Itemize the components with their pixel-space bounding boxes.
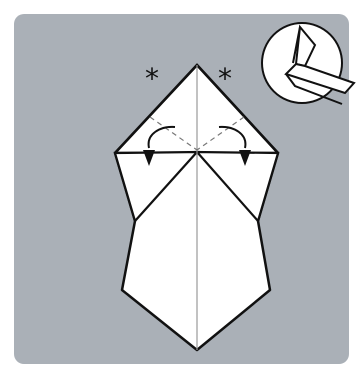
asterisk-marker-left: * — [145, 62, 159, 95]
asterisk-marker-right: * — [218, 62, 232, 95]
